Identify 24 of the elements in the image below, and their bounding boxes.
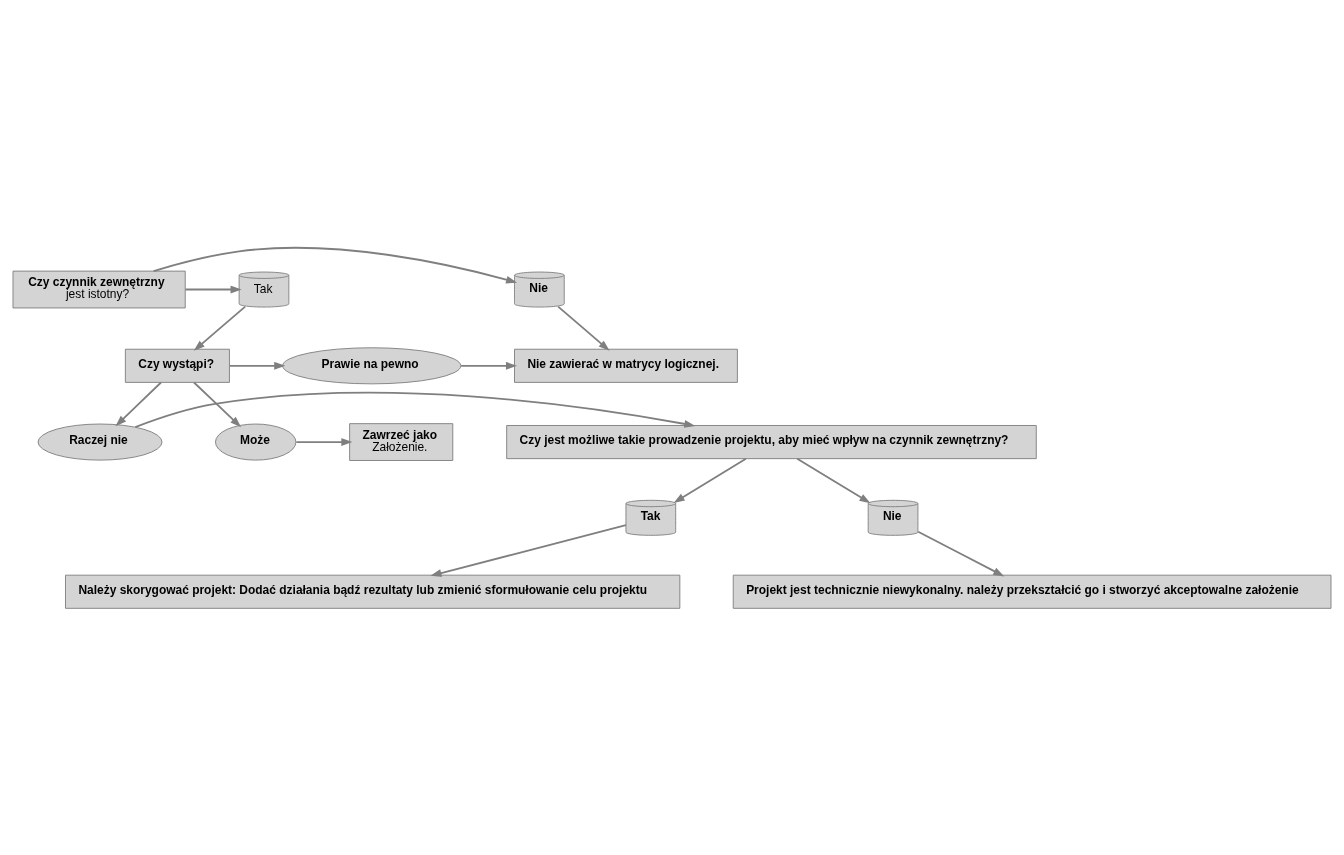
arrow [134,391,696,428]
arrow [796,457,871,503]
arrow [557,305,610,351]
arrow [430,523,627,577]
node-box: Nie zawierać w matrycy logicznej. [514,348,738,383]
node-ellipse: Prawie na pewno [282,346,462,384]
arrow [152,246,518,283]
node-ellipse: Raczej nie [37,423,163,461]
arrow [115,381,162,426]
arrow [295,437,353,446]
node-box: Zawrzeć jako Założenie. [349,422,454,461]
node-box: Projekt jest technicznie niewykonalny. należy przekształcić go i stworzyć akceptowalne założenie [732,574,1332,609]
arrow [460,361,518,370]
arrow [228,361,286,370]
arrow [193,381,242,427]
arrow [193,305,247,351]
arrow [917,530,1005,576]
node-box: Czy jest możliwe takie prowadzenie projektu, aby mieć wpływ na czynnik zewnętrzny? [506,424,1037,459]
node-box: Należy skorygować projekt: Dodać działania bądź rezultaty lub zmienić sformułowanie celu projektu [65,574,681,609]
arrow [184,285,242,293]
node-box: Czy czynnik zewnętrzny jest istotny? [12,270,186,308]
node-box: Czy wystąpi? [124,348,230,383]
arrow [673,457,747,503]
node-ellipse: Może [215,423,297,461]
